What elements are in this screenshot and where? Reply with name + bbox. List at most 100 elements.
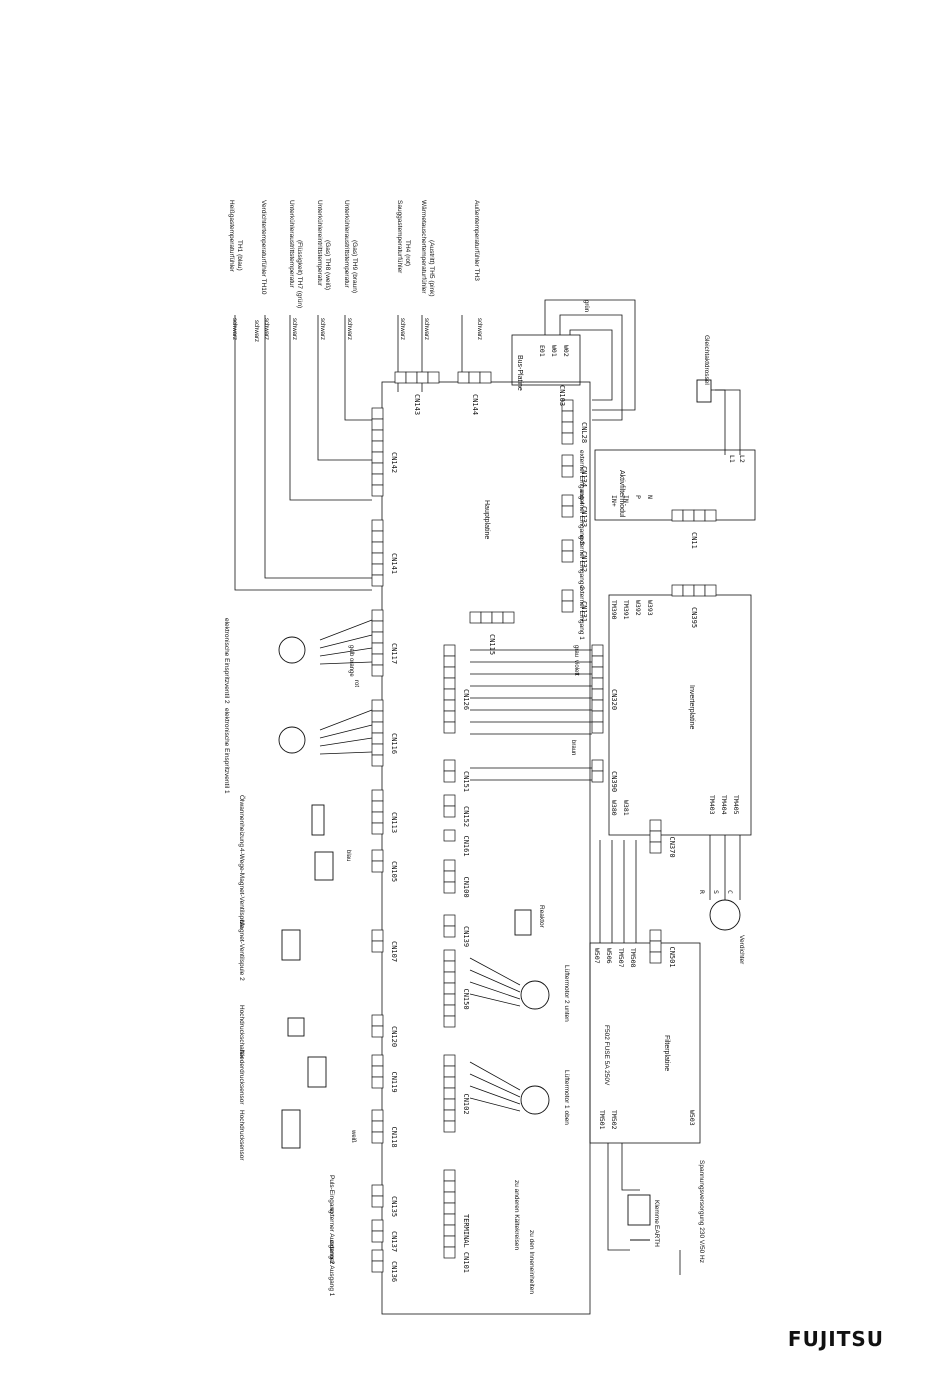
connector-cn105: CN105: [371, 849, 398, 882]
connector-pin: [443, 1120, 456, 1133]
connector-cn135: CN135: [371, 1184, 398, 1217]
component-label-evv2: elektronische Einspritzventil 2: [223, 618, 230, 704]
connector-cn100: CN100: [443, 859, 470, 898]
connector-pin: [371, 699, 384, 712]
connector-pin: [371, 929, 384, 942]
connector-pin: [443, 805, 456, 818]
connector-label: CN151: [462, 771, 470, 792]
terminal-label: TM405: [732, 795, 740, 815]
connector-label: CNL28: [580, 422, 588, 443]
connector-pin: [561, 432, 574, 445]
sensor-name: Sauggastemperaturfühler: [396, 200, 403, 274]
connector-pin: [561, 505, 574, 518]
connector-cn103: CN103: [558, 385, 566, 406]
sensor-name: Außentemperaturfühler TH3: [473, 200, 480, 281]
connector-pin: [371, 574, 384, 587]
connector-cn113: CN113: [371, 789, 398, 835]
connector-label: CN116: [390, 733, 398, 754]
connector-pin: [468, 371, 481, 384]
compressor-motor-icon: [709, 899, 741, 931]
connector-pin: [371, 710, 384, 723]
connector-pin: [591, 655, 604, 668]
connector-pin: [491, 611, 504, 624]
connector-pin: [443, 759, 456, 772]
connector-pin: [649, 929, 662, 942]
connector-pin: [443, 699, 456, 712]
connector-pin: [591, 677, 604, 690]
connector-pin: [443, 870, 456, 883]
connector-cn161: CN161: [443, 829, 470, 857]
connector-label: CN113: [390, 812, 398, 833]
wire-color-label: grau: [573, 645, 579, 657]
connector-pin: [591, 688, 604, 701]
supply-wires: [607, 1143, 640, 1251]
component-label-fuse: F502 FUSE 5A 250V: [603, 1025, 610, 1086]
component-label-sv2: Magnet-Ventilspule 2: [238, 920, 245, 981]
connector-pin: [371, 484, 384, 497]
connector-label: CN132: [580, 551, 588, 572]
connector-label: CN139: [462, 926, 470, 947]
terminal-label: TM502: [610, 1110, 618, 1130]
connector-label: CN103: [558, 385, 566, 406]
component-label-ext-in2: externer Eingang 2: [578, 535, 585, 590]
sensor-wire-label: schwarz: [231, 318, 237, 340]
terminal-label: P: [634, 495, 642, 499]
component-label-earth: EARTH: [653, 1225, 660, 1247]
connector-label: CN141: [390, 553, 398, 574]
connector-pin: [443, 1109, 456, 1122]
connector-label: CN501: [668, 947, 676, 968]
connector-label: CN152: [462, 806, 470, 827]
fan2-motor-icon: [520, 980, 550, 1010]
connector-pin: [371, 1230, 384, 1243]
connector-label: CN133: [580, 506, 588, 527]
evv2-motor-icon: [278, 636, 306, 664]
connector-pin: [443, 1054, 456, 1067]
connector-pin: [443, 770, 456, 783]
connector-pin: [371, 1076, 384, 1089]
connector-pin: [371, 940, 384, 953]
sensor-sub: (Gas) TH8 (weiß): [324, 240, 331, 290]
connector-label: CN107: [390, 941, 398, 962]
component-label-oil-heater: Ölwannenheizung: [238, 795, 246, 847]
fan1-motor-icon: [520, 1085, 550, 1115]
bus-wire-rot: [559, 314, 623, 421]
connector-pin: [704, 584, 717, 597]
connector-pin: [479, 371, 492, 384]
terminal-label: W506: [605, 948, 613, 964]
connector-pin: [443, 993, 456, 1006]
connector-cn131: CN131: [561, 589, 588, 622]
cn126-cn320-bus: [470, 649, 592, 735]
connector-pin: [561, 600, 574, 613]
component-label-compressor: Verdichter: [738, 935, 745, 965]
connector-label: CN105: [390, 861, 398, 882]
connector-cn143: CN143: [394, 371, 440, 415]
connector-pin: [561, 589, 574, 602]
board-label-filter: Filterplatine: [663, 1035, 670, 1071]
fan2-wires: [469, 957, 521, 1007]
connector-pin: [443, 677, 456, 690]
connector-cn141: CN141: [371, 519, 398, 587]
bus-wire-gruen: [544, 299, 636, 411]
connector-pin: [371, 1131, 384, 1144]
choke-wire-2: [715, 389, 741, 455]
connector-pin: [693, 509, 706, 522]
connector-cn150: CN150: [443, 949, 470, 1028]
connector-pin: [561, 421, 574, 434]
wire-color-label: grün: [583, 300, 589, 312]
component-label-fan1: Lüftermotor 1 oben: [563, 1070, 570, 1125]
connector-pin: [457, 371, 470, 384]
component-label-hp-switch: Hochdruckschalter: [238, 1005, 245, 1060]
sensor-sub: (Gas) TH9 (braun): [351, 240, 358, 293]
connector-pin: [682, 509, 695, 522]
connector-pin: [394, 371, 407, 384]
sensor-wire-label: schwarz: [319, 318, 325, 340]
sensor-wire-label: schwarz: [263, 318, 269, 340]
connector-pin: [371, 721, 384, 734]
wire-color-label: rot: [353, 680, 359, 687]
bus-board-outline: [511, 334, 581, 386]
connector-label: CN126: [462, 689, 470, 710]
wire-color-label: braun: [570, 740, 576, 755]
connector-pin: [371, 429, 384, 442]
connector-pin: [649, 830, 662, 843]
connector-pin: [371, 530, 384, 543]
